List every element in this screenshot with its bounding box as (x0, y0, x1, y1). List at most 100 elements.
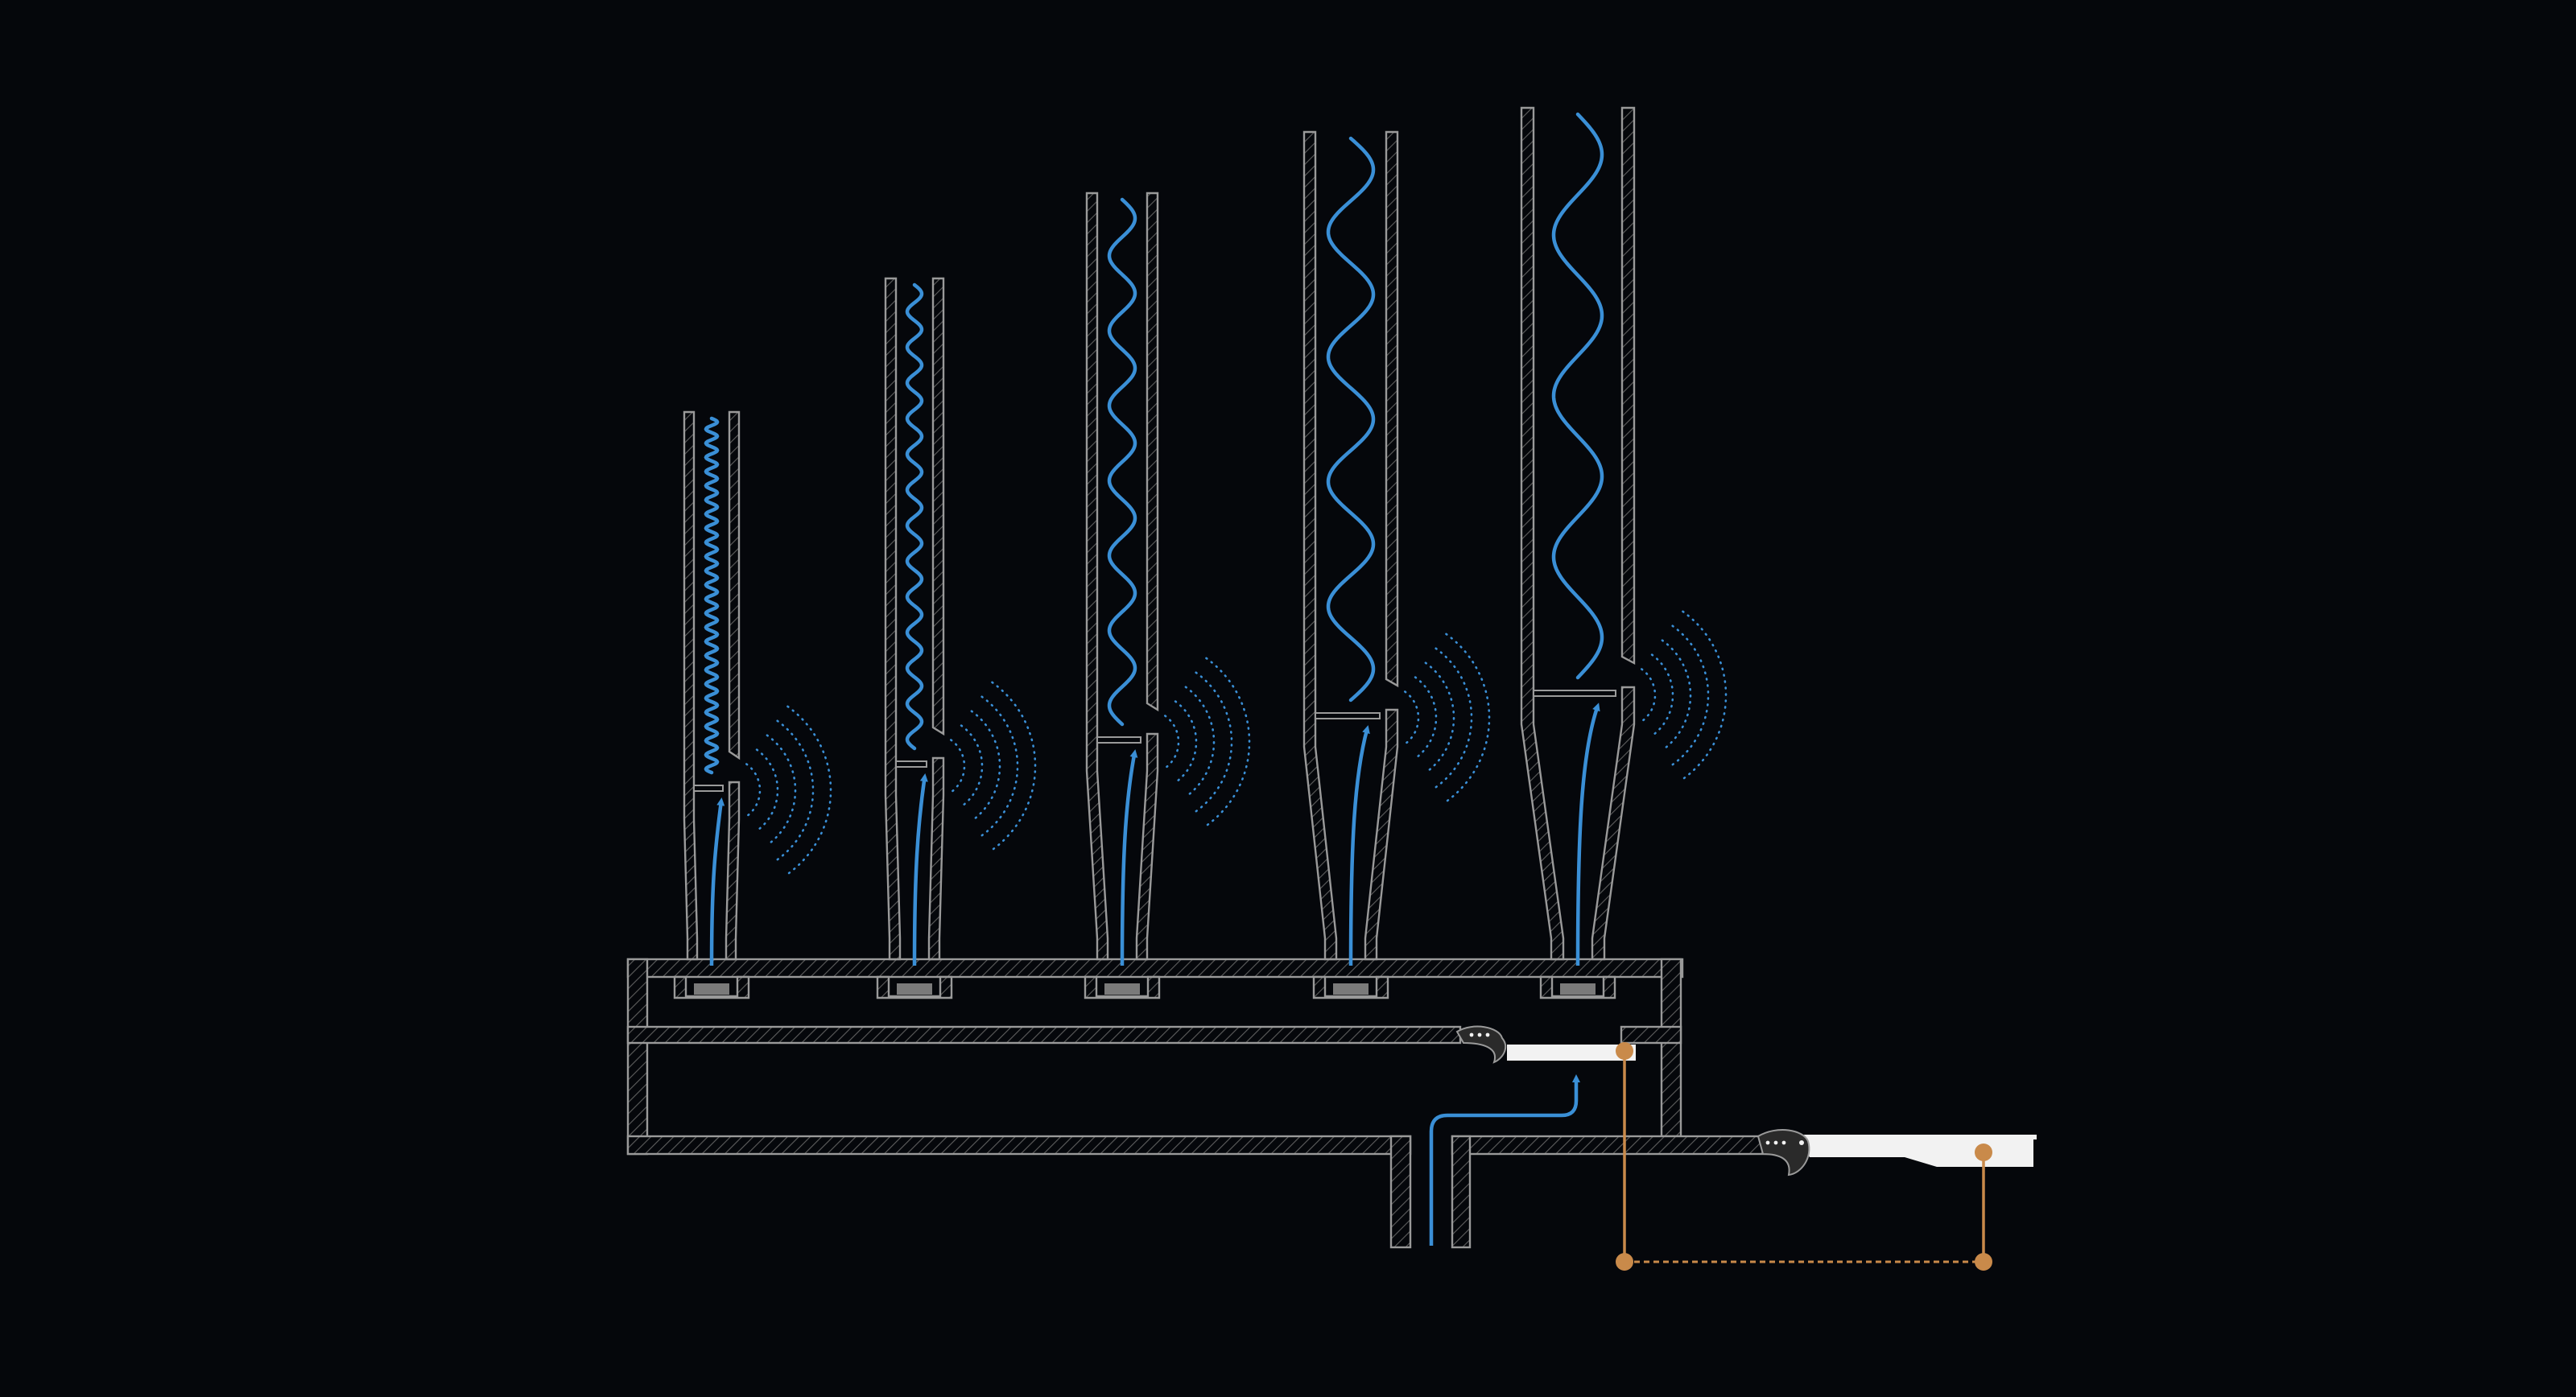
sound-wave-group (1641, 610, 1728, 781)
pipe-languid (895, 760, 927, 768)
pipe-right-wall-lower (1591, 686, 1636, 961)
pipe-socket (673, 975, 750, 999)
pipes-layer (673, 106, 1636, 999)
pipe-languid (1533, 690, 1616, 697)
linkage-joint (1975, 1144, 1992, 1161)
sound-arc (1414, 676, 1438, 760)
pipe-airflow-arrow (1120, 749, 1138, 966)
pipe-standing-wave (1107, 197, 1137, 727)
sound-arc (950, 739, 966, 793)
chest-top-wall (626, 958, 1684, 979)
pipe-left-wall (1085, 192, 1109, 961)
pipe-socket (1312, 975, 1389, 999)
pipe-1 (673, 410, 750, 999)
pipe-languid (1096, 736, 1141, 744)
valve-hinge-upper (1455, 1025, 1507, 1064)
sound-arc (1205, 657, 1251, 827)
pipe-airflow-arrow (912, 773, 928, 966)
pipe-standing-wave (1326, 136, 1376, 703)
sound-arc (1650, 653, 1674, 737)
linkage-joint (1616, 1253, 1633, 1271)
hinge-pin (1799, 1140, 1804, 1145)
sound-arc (745, 763, 762, 818)
pipe-right-wall-lower (724, 781, 741, 961)
pipe-socket (1539, 975, 1616, 999)
pipe-socket (876, 975, 953, 999)
pipe-airflow-arrow (709, 797, 725, 966)
pipe-foot-hole (897, 983, 932, 995)
pipe-right-wall-upper (728, 410, 741, 760)
air-inlet-arrow (1429, 1074, 1580, 1246)
pipe-right-wall-upper (1146, 192, 1159, 712)
valve-hinge-lower (1757, 1129, 1810, 1177)
pipe-standing-wave (905, 282, 924, 751)
hinge-dot (1765, 1140, 1770, 1145)
sound-arc (970, 710, 1001, 822)
sound-arc (1661, 639, 1692, 752)
key-lever (1803, 1135, 2037, 1167)
sound-arc (960, 724, 984, 808)
wind-chest (626, 958, 1773, 1249)
chest-bottom-left (626, 1135, 1412, 1156)
pipe-4 (1302, 130, 1399, 999)
pipe-foot-hole (1104, 983, 1140, 995)
pipe-airflow-arrow (1575, 703, 1600, 966)
chest-mid-wall (626, 1025, 1462, 1045)
hinge-dot (1477, 1032, 1482, 1037)
sound-arc (1641, 668, 1657, 723)
hinge-dot (1469, 1032, 1474, 1037)
pipe-foot-hole (1333, 983, 1368, 995)
pipe-5 (1520, 106, 1636, 999)
sound-arc (1445, 633, 1491, 803)
pipe-3 (1084, 192, 1161, 999)
sound-wave-group (950, 681, 1037, 851)
linkage-joint (1975, 1253, 1992, 1271)
sound-arc (1174, 700, 1198, 784)
chest-right-shelf (1620, 1025, 1682, 1045)
pipe-right-wall-upper (931, 277, 945, 736)
sound-arc (755, 748, 779, 832)
pipe-standing-wave (1551, 112, 1604, 680)
chest-left-wall (626, 958, 649, 1156)
sound-arc (1424, 661, 1455, 774)
sound-arc (786, 705, 832, 876)
sound-arc (1164, 715, 1180, 769)
pipe-2 (876, 277, 953, 999)
pipe-left-wall (884, 277, 902, 961)
chest-bottom-right (1451, 1135, 1773, 1156)
pipe-right-wall-upper (1620, 106, 1636, 665)
sound-wave-group (1164, 657, 1251, 827)
sound-arc (766, 734, 797, 847)
chest-right-wall (1660, 958, 1682, 1138)
pipe-left-wall (1520, 106, 1565, 961)
pipe-foot-hole (1560, 983, 1596, 995)
pallet-valve (1507, 1045, 1636, 1061)
tracker-linkage (1616, 1042, 1992, 1271)
pipe-foot-hole (694, 983, 729, 995)
sound-arc (1682, 610, 1728, 781)
sound-wave-group (745, 705, 832, 876)
sound-arc (991, 681, 1037, 851)
pipe-right-wall-upper (1385, 130, 1399, 688)
sound-arc (1184, 686, 1216, 798)
hinge-dot (1485, 1032, 1490, 1037)
pipe-left-wall (683, 410, 699, 961)
linkage-joint (1616, 1042, 1633, 1060)
pipe-left-wall (1302, 130, 1338, 961)
pipe-standing-wave (704, 416, 720, 775)
pipe-right-wall-lower (1364, 708, 1399, 961)
hinge-dot (1773, 1140, 1778, 1145)
sound-waves (745, 610, 1728, 876)
sound-arc (1404, 690, 1420, 745)
inlet-left-wall (1389, 1135, 1412, 1249)
pipe-socket (1084, 975, 1161, 999)
pipe-languid (693, 785, 724, 792)
pipe-right-wall-lower (1135, 732, 1159, 961)
pipe-right-wall-lower (927, 756, 945, 961)
hinge-dot (1781, 1140, 1786, 1145)
pipe-languid (1315, 712, 1381, 719)
sound-wave-group (1404, 633, 1491, 803)
inlet-right-wall (1451, 1135, 1472, 1249)
